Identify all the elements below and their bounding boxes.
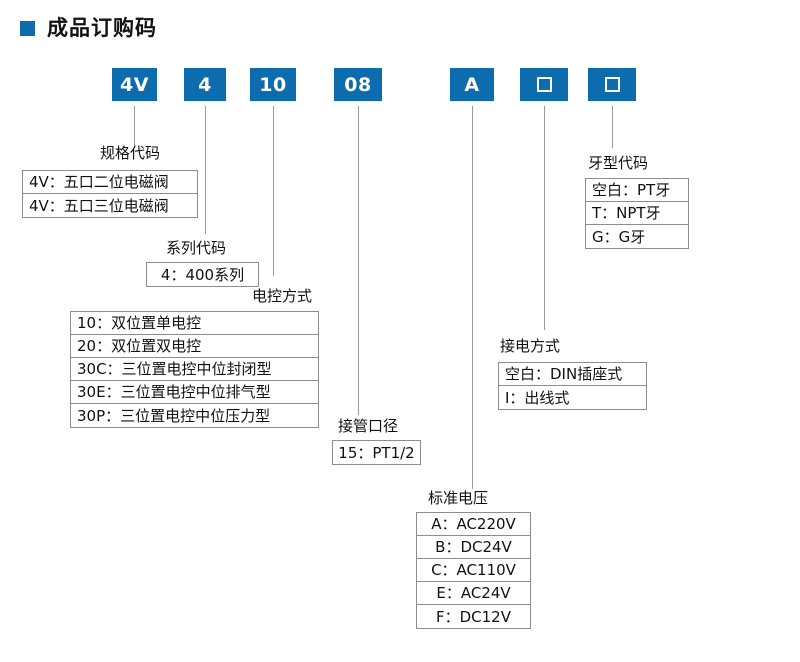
connector-line-thread-type (612, 106, 613, 148)
option-table-voltage: A：AC220V B：DC24V C：AC110V E：AC24V F：DC12… (416, 512, 531, 629)
option-row: A：AC220V (417, 513, 530, 536)
group-label-port-size: 接管口径 (338, 417, 399, 435)
option-row: E：AC24V (417, 582, 530, 605)
option-row: G：G牙 (592, 227, 646, 246)
group-label-series-code: 系列代码 (166, 239, 227, 257)
option-row: 15：PT1/2 (338, 443, 415, 462)
option-table-port-size: 15：PT1/2 (332, 440, 421, 465)
option-row: C：AC110V (417, 559, 530, 582)
connector-line-series (205, 106, 206, 234)
option-row: 30C：三位置电控中位封闭型 (71, 358, 318, 381)
blank-square-icon (604, 77, 620, 92)
option-table-thread-type: 空白：PT牙 T：NPT牙 G：G牙 (585, 178, 689, 249)
option-table-control-type: 10：双位置单电控 20：双位置双电控 30C：三位置电控中位封闭型 30E：三… (70, 311, 319, 428)
page-title-text: 成品订购码 (47, 16, 157, 40)
group-label-voltage: 标准电压 (428, 489, 489, 507)
connector-line-voltage (472, 106, 473, 489)
option-row: F：DC12V (435, 607, 511, 626)
code-box-port-size[interactable]: 08 (334, 68, 382, 101)
group-label-control-type: 电控方式 (252, 287, 313, 305)
option-row: B：DC24V (417, 536, 530, 559)
code-box-voltage[interactable]: A (450, 68, 494, 101)
option-row: 20：双位置双电控 (71, 335, 318, 358)
connector-line-wiring-type (544, 106, 545, 330)
blank-square-icon (536, 77, 552, 92)
code-box-spec[interactable]: 4V (112, 68, 157, 101)
connector-line-spec (134, 106, 135, 148)
code-box-wiring-type[interactable] (520, 68, 568, 101)
option-row: 10：双位置单电控 (71, 312, 318, 335)
option-row: 4V：五口三位电磁阀 (29, 196, 169, 215)
option-row: 空白：DIN插座式 (499, 363, 646, 386)
option-table-wiring-type: 空白：DIN插座式 I：出线式 (498, 362, 647, 410)
option-row: T：NPT牙 (586, 202, 688, 225)
connector-line-control-type (273, 106, 274, 276)
option-table-spec-code: 4V：五口二位电磁阀 4V：五口三位电磁阀 (22, 170, 198, 218)
code-box-series[interactable]: 4 (184, 68, 226, 101)
page-title: 成品订购码 (20, 18, 157, 39)
option-row: I：出线式 (505, 388, 570, 407)
option-row: 空白：PT牙 (586, 179, 688, 202)
group-label-thread-type: 牙型代码 (588, 154, 649, 172)
code-box-thread-type[interactable] (588, 68, 636, 101)
group-label-spec-code: 规格代码 (100, 144, 161, 162)
option-row: 30P：三位置电控中位压力型 (77, 406, 271, 425)
option-row: 4：400系列 (160, 265, 245, 284)
option-table-series-code: 4：400系列 (146, 262, 259, 287)
group-label-wiring-type: 接电方式 (500, 337, 561, 355)
code-box-control-type[interactable]: 10 (250, 68, 296, 101)
option-row: 4V：五口二位电磁阀 (23, 171, 197, 194)
square-bullet-icon (20, 21, 35, 36)
connector-line-port-size (358, 106, 359, 415)
option-row: 30E：三位置电控中位排气型 (71, 381, 318, 404)
